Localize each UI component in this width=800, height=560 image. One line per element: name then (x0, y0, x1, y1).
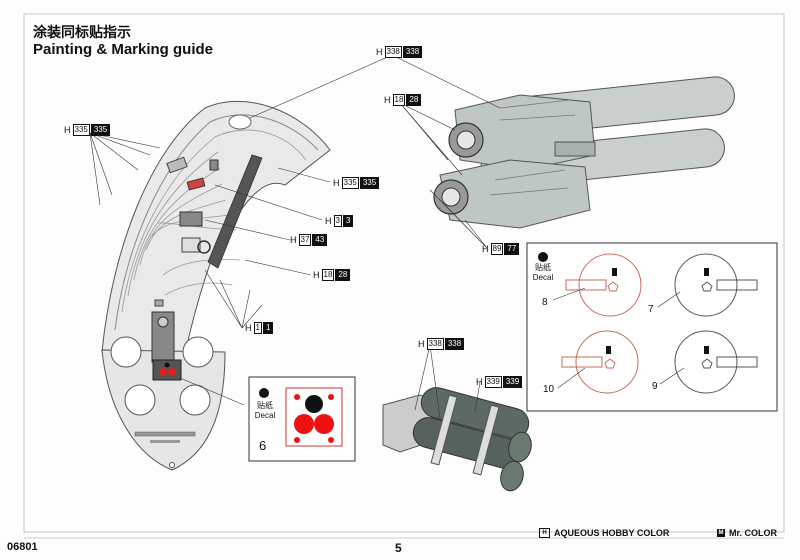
legend-mr-color: M Mr. COLOR (717, 528, 777, 538)
twin-gun-drawing (433, 76, 735, 229)
product-code: 06801 (7, 541, 38, 553)
page-title: Painting & Marking guide (33, 41, 214, 58)
page-frame (23, 13, 785, 533)
legend-mr-label: Mr. COLOR (729, 528, 778, 538)
page-title-chinese: 涂装同标贴指示 (33, 25, 131, 41)
page-number: 5 (395, 541, 402, 555)
legend-aqueous: H AQUEOUS HOBBY COLOR (539, 528, 669, 538)
decal-box-2 (526, 242, 778, 412)
legend-aqueous-label: AQUEOUS HOBBY COLOR (554, 528, 670, 538)
air-tanks-drawing (382, 387, 532, 492)
decal-number-8: 8 (542, 297, 548, 308)
decal-box-6 (248, 376, 356, 462)
decal-box-2-label: 贴纸 Decal (532, 263, 554, 282)
decal-number-7: 7 (648, 304, 654, 315)
turret-deck-drawing (101, 100, 331, 471)
leader-lines (89, 54, 501, 419)
decal-number-9: 9 (652, 381, 658, 392)
decal-box-6-label: 贴纸 Decal (254, 401, 276, 420)
mr-color-swatch: M (717, 529, 725, 537)
decal-number-10: 10 (543, 384, 555, 395)
decal-number-6: 6 (259, 438, 267, 453)
aqueous-swatch: H (539, 528, 550, 538)
